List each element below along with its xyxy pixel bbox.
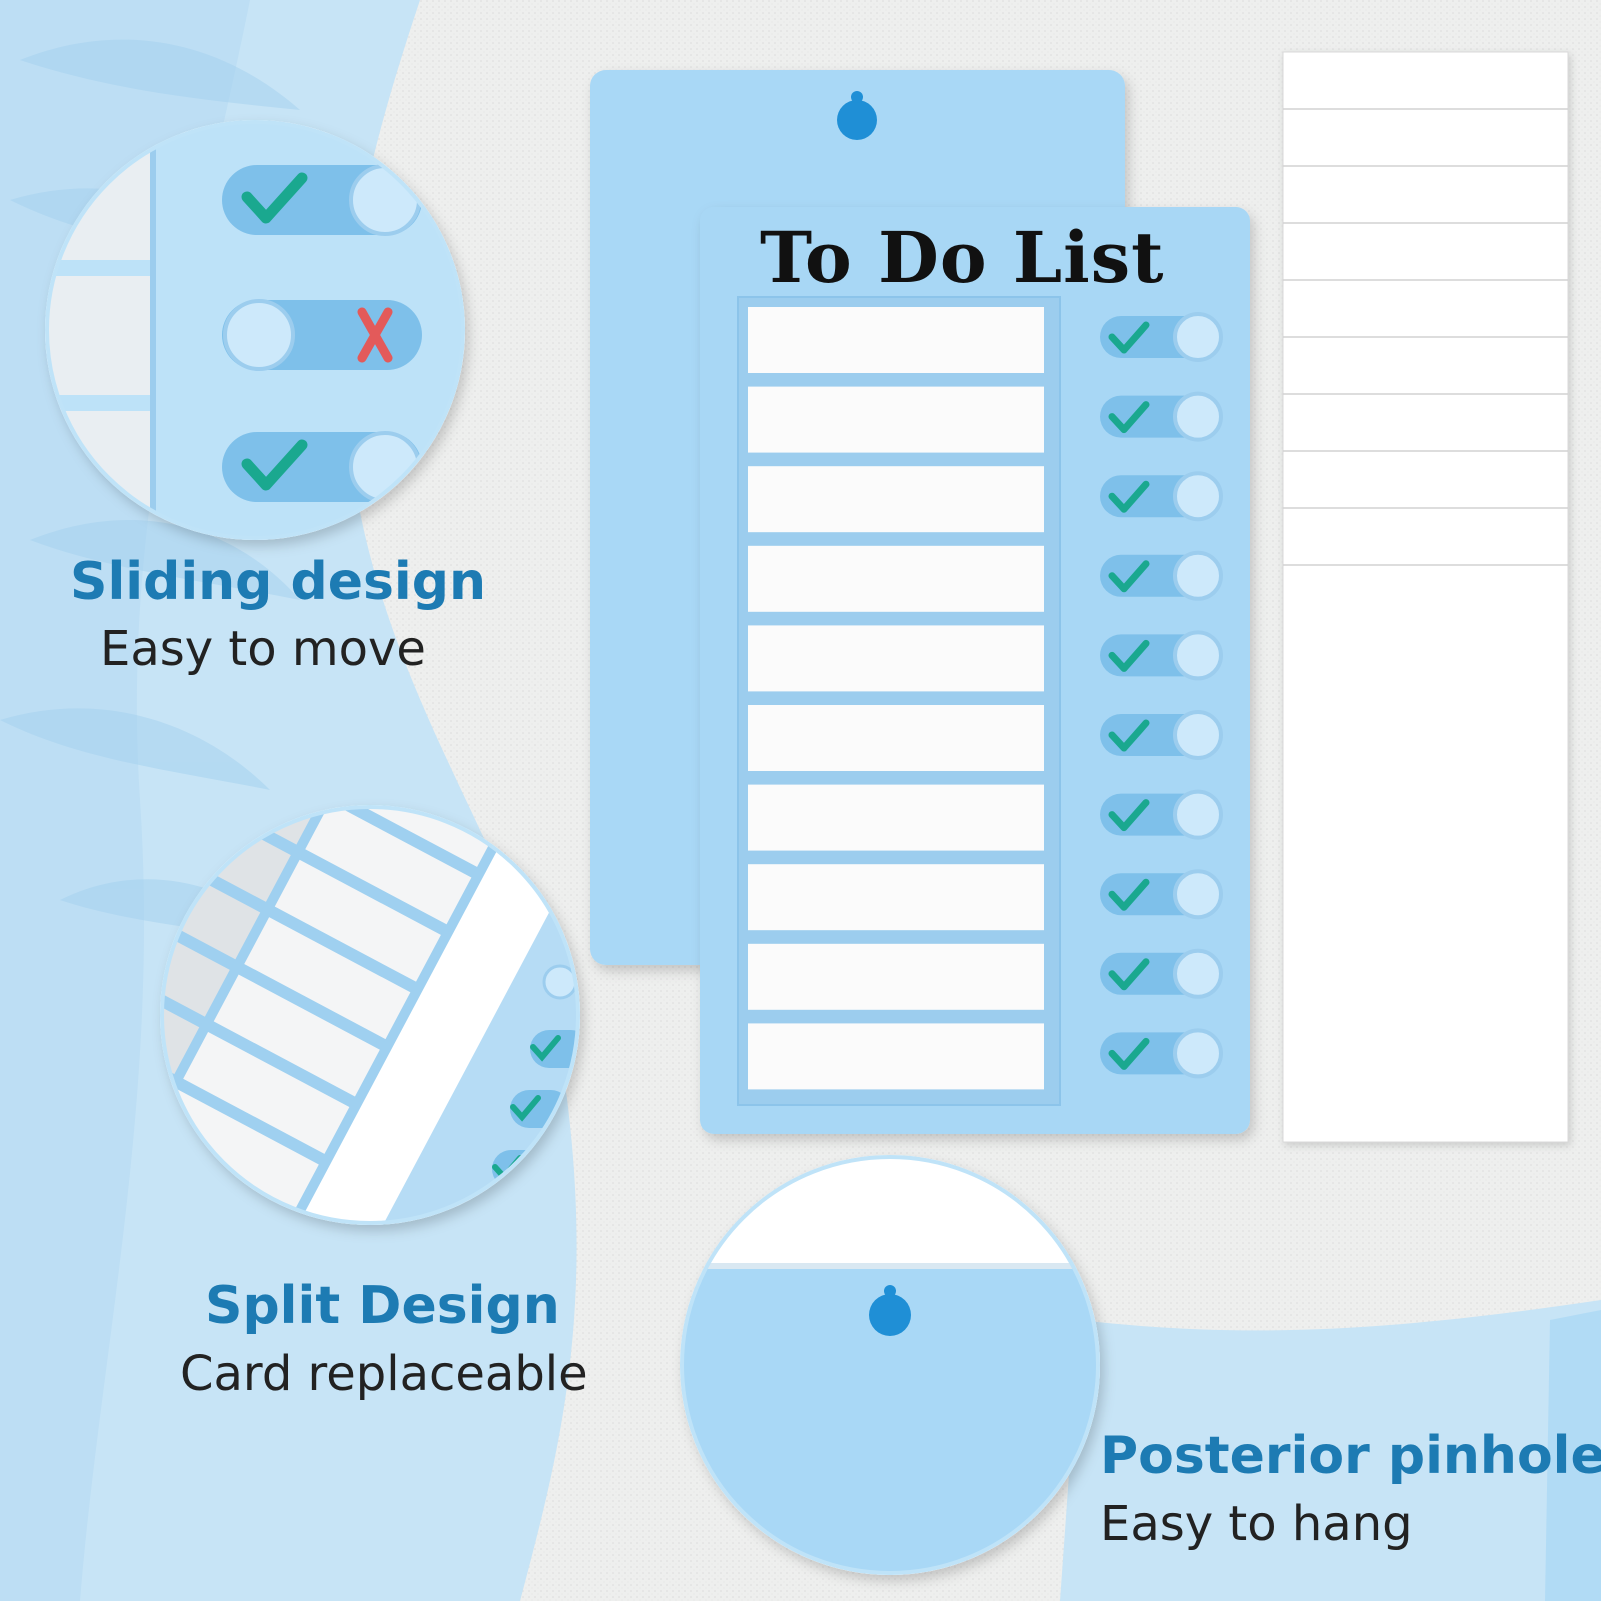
slider-toggle[interactable] <box>1100 312 1223 362</box>
slider-toggle[interactable] <box>1100 1028 1223 1079</box>
check-icon <box>1108 799 1150 832</box>
check-icon <box>1108 480 1150 513</box>
feature-title-pinhole: Posterior pinhole <box>1100 1426 1601 1486</box>
slider-toggle[interactable] <box>1100 550 1223 601</box>
row-slot[interactable] <box>748 1023 1044 1090</box>
slider-toggle[interactable] <box>1100 789 1223 840</box>
slider-toggle[interactable] <box>1100 391 1223 442</box>
row-slot[interactable] <box>748 864 1044 931</box>
check-icon <box>1108 1037 1150 1070</box>
pinhole-icon <box>837 91 877 140</box>
feature-subtitle-split: Card replaceable <box>180 1346 588 1402</box>
slider-column <box>1100 312 1223 1079</box>
board-title: To Do List <box>760 216 1165 299</box>
slider-toggle[interactable] <box>1100 948 1223 999</box>
cross-icon <box>357 307 393 363</box>
check-icon <box>1108 639 1150 672</box>
feature-title-sliding: Sliding design <box>70 552 486 612</box>
row-slot[interactable] <box>748 545 1044 612</box>
row-slot[interactable] <box>748 386 1044 453</box>
feature-title-split: Split Design <box>205 1276 560 1336</box>
blue-wave-bottom <box>1060 1300 1601 1601</box>
slider-toggle[interactable] <box>1100 869 1223 920</box>
check-icon <box>1108 560 1150 593</box>
slider-toggle[interactable] <box>1100 710 1223 760</box>
row-slot[interactable] <box>748 625 1044 692</box>
row-slot[interactable] <box>748 705 1044 771</box>
card-dividers <box>1283 108 1568 566</box>
feature-subtitle-pinhole: Easy to hang <box>1100 1496 1413 1552</box>
slider-toggle[interactable] <box>1100 471 1223 522</box>
check-icon <box>1108 958 1150 991</box>
row-slot[interactable] <box>748 307 1044 373</box>
row-slot[interactable] <box>748 466 1044 533</box>
check-icon <box>1108 878 1150 911</box>
replacement-cards <box>1282 51 1569 1143</box>
check-icon <box>1108 401 1150 434</box>
row-slots <box>748 307 1044 1090</box>
row-slot[interactable] <box>748 943 1044 1010</box>
feature-subtitle-sliding: Easy to move <box>100 621 426 677</box>
row-slot[interactable] <box>748 784 1044 851</box>
check-icon <box>1108 321 1150 354</box>
slider-toggle[interactable] <box>1100 630 1223 681</box>
check-icon <box>1108 719 1150 752</box>
